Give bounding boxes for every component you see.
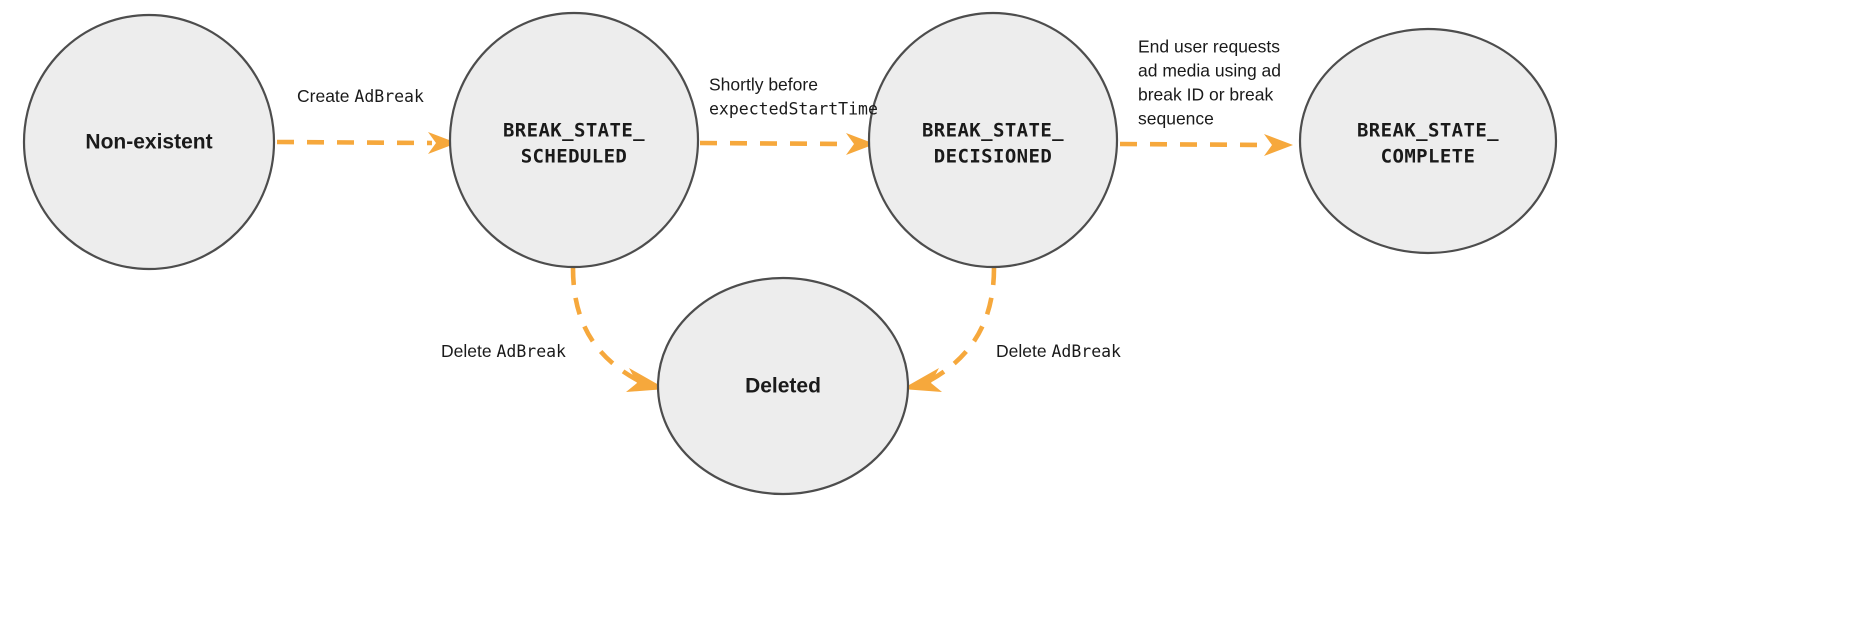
node-label-line-1: BREAK_STATE_ — [922, 120, 1064, 142]
edge-line — [1119, 141, 1269, 148]
arrowhead-icon — [902, 368, 942, 392]
svg-text:Create AdBreak: Create AdBreak — [297, 86, 424, 106]
edge-label-part-text: Delete — [996, 341, 1051, 361]
node-label-line-2: DECISIONED — [934, 146, 1052, 168]
edge-label-shortly-before: Shortly before expectedStartTime — [709, 75, 878, 119]
edge-label-part-code: AdBreak — [1051, 342, 1121, 361]
node-label-line-2: COMPLETE — [1381, 146, 1476, 168]
node-shape — [1298, 27, 1558, 255]
svg-text:Delete AdBreak: Delete AdBreak — [441, 341, 566, 361]
edge-label-end-user-requests: End user requests ad media using ad brea… — [1138, 37, 1281, 129]
edge-label-part-text: Create — [297, 86, 354, 106]
edge-end-user-requests — [1119, 134, 1293, 156]
edge-label-create-adbreak: Create AdBreak — [297, 86, 424, 106]
arrowhead-icon — [846, 133, 875, 155]
edge-line — [570, 267, 643, 385]
node-break-state-complete[interactable]: BREAK_STATE_ COMPLETE — [1298, 27, 1558, 255]
node-label: Non-existent — [85, 131, 212, 154]
edge-label-line-2: expectedStartTime — [709, 100, 878, 119]
node-label-line-2: SCHEDULED — [521, 146, 628, 168]
arrowhead-icon — [428, 132, 457, 154]
node-shape — [656, 276, 910, 496]
edge-label-part-code: AdBreak — [496, 342, 566, 361]
edge-label-line-4: sequence — [1138, 109, 1214, 129]
node-break-state-decisioned[interactable]: BREAK_STATE_ DECISIONED — [867, 11, 1119, 269]
edge-label-line-2: ad media using ad — [1138, 61, 1281, 81]
node-shape — [448, 11, 700, 269]
node-deleted[interactable]: Deleted — [656, 276, 910, 496]
arrowhead-icon — [626, 368, 666, 392]
node-label: Deleted — [745, 375, 821, 398]
node-break-state-scheduled[interactable]: BREAK_STATE_ SCHEDULED — [448, 11, 700, 269]
edge-create-adbreak — [276, 132, 457, 154]
node-label-line-1: BREAK_STATE_ — [1357, 120, 1499, 142]
edge-label-delete-from-scheduled: Delete AdBreak — [441, 341, 566, 361]
edge-label-part-code: AdBreak — [354, 87, 424, 106]
node-label-line-1: BREAK_STATE_ — [503, 120, 645, 142]
edge-delete-from-scheduled — [570, 267, 666, 392]
edge-label-delete-from-decisioned: Delete AdBreak — [996, 341, 1121, 361]
edge-line — [276, 139, 433, 146]
edge-shortly-before — [699, 133, 875, 155]
arrowhead-icon — [1264, 134, 1293, 156]
edge-label-line-1: Shortly before — [709, 75, 818, 95]
node-shape — [867, 11, 1119, 269]
node-non-existent[interactable]: Non-existent — [22, 13, 276, 271]
svg-text:Delete AdBreak: Delete AdBreak — [996, 341, 1121, 361]
edge-line — [925, 267, 997, 385]
node-shape — [22, 13, 276, 271]
edge-delete-from-decisioned — [902, 267, 997, 392]
edge-label-part-text: Delete — [441, 341, 496, 361]
edge-label-line-1: End user requests — [1138, 37, 1280, 57]
edge-label-line-3: break ID or break — [1138, 85, 1273, 105]
edge-line — [699, 140, 851, 147]
